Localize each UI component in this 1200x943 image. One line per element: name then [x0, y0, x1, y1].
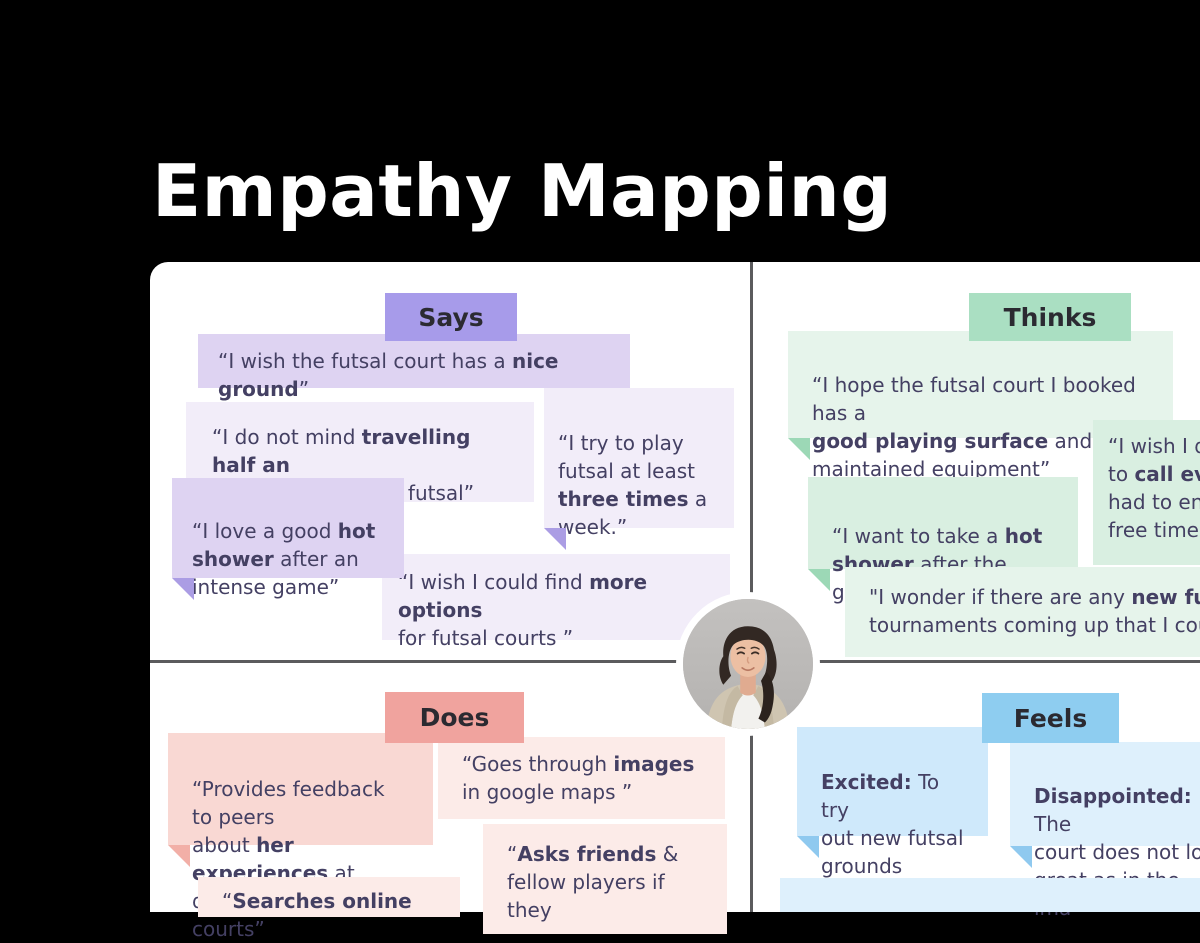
empathy-map-card: Says “I wish the futsal court has a nice…	[150, 262, 1200, 941]
page-title: Empathy Mapping	[152, 149, 893, 234]
quadrant-header-thinks[interactable]: Thinks	[969, 293, 1131, 341]
fold-corner-icon	[788, 438, 810, 460]
note-does-2[interactable]: “Goes through images in google maps ”	[438, 737, 725, 819]
note-thinks-4[interactable]: "I wonder if there are any new futsal to…	[845, 567, 1200, 657]
note-thinks-2[interactable]: “I wish I did to call eve had to enq fre…	[1093, 420, 1200, 565]
quadrant-divider-vertical	[750, 262, 753, 912]
empathy-map-page: { "title": "Empathy Mapping", "colors": …	[150, 149, 1200, 941]
fold-corner-icon	[172, 578, 194, 600]
fold-corner-icon	[544, 528, 566, 550]
note-does-1[interactable]: “Provides feedback to peers about her ex…	[168, 733, 433, 941]
fold-corner-icon	[168, 845, 190, 867]
note-feels-1[interactable]: Excited: To try out new futsal grounds	[797, 727, 988, 878]
quadrant-divider-horizontal	[150, 660, 1200, 663]
note-does-4[interactable]: “Searches online	[198, 877, 460, 917]
note-says-4[interactable]: “I try to play futsal at least three tim…	[544, 388, 734, 550]
note-feels-3[interactable]	[780, 878, 1200, 912]
fold-corner-icon	[1010, 846, 1032, 868]
note-thinks-3[interactable]: “I want to take a hot shower after the g…	[808, 477, 1078, 604]
quadrant-header-says[interactable]: Says	[385, 293, 517, 341]
note-feels-2[interactable]: Disappointed: The court does not loo gre…	[1010, 742, 1200, 920]
note-says-3[interactable]: “I love a good hot shower after an inten…	[172, 478, 404, 600]
persona-avatar	[676, 592, 820, 736]
note-says-1[interactable]: “I wish the futsal court has a nice grou…	[198, 334, 630, 401]
note-does-3[interactable]: “Asks friends & fellow players if they	[483, 824, 727, 934]
quadrant-header-feels[interactable]: Feels	[982, 693, 1119, 743]
note-says-5[interactable]: “I wish I could find more options for fu…	[382, 554, 730, 650]
fold-corner-icon	[808, 569, 830, 591]
quadrant-header-does[interactable]: Does	[385, 692, 524, 743]
fold-corner-icon	[797, 836, 819, 858]
persona-photo-illustration	[683, 599, 813, 729]
